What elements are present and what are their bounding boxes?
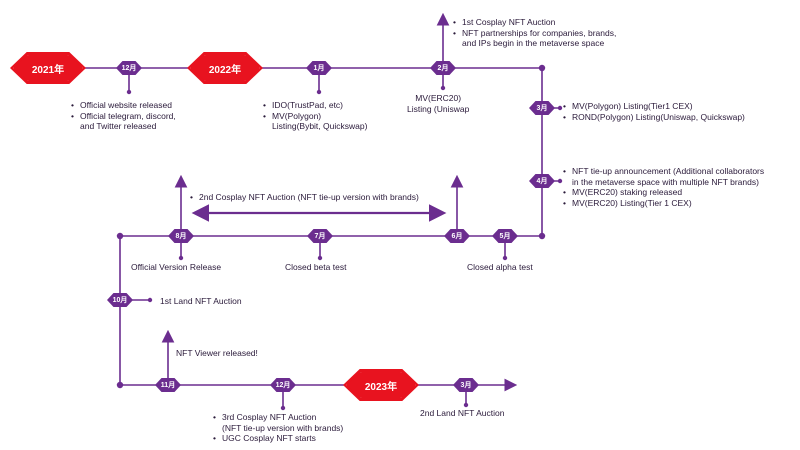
- note-dec-2021: Official website released Official teleg…: [70, 100, 176, 132]
- month-badge: 6月: [444, 229, 470, 243]
- month-badge: 4月: [529, 174, 555, 188]
- month-badge: 12月: [116, 61, 142, 75]
- note-aug-2022: Official Version Release: [131, 262, 222, 272]
- note-oct-2022: 1st Land NFT Auction: [160, 296, 242, 306]
- year-label: 2021年: [31, 64, 65, 76]
- month-badge: 3月: [453, 378, 479, 392]
- month-badge: 2月: [430, 61, 456, 75]
- note-nov-2022: NFT Viewer released!: [176, 348, 258, 358]
- note-jan-2022: IDO(TrustPad, etc) MV(Polygon) Listing(B…: [262, 100, 367, 132]
- year-badge-2023: 2023年: [343, 369, 419, 401]
- year-badge-2021: 2021年: [10, 52, 86, 84]
- year-badge-2022: 2022年: [187, 52, 263, 84]
- note-auction-2: 2nd Cosplay NFT Auction (NFT tie-up vers…: [189, 192, 419, 203]
- note-dec-2022: 3rd Cosplay NFT Auction (NFT tie-up vers…: [212, 412, 343, 444]
- note-may-2022: Closed alpha test: [467, 262, 533, 272]
- month-badge: 8月: [168, 229, 194, 243]
- note-jul-2022: Closed beta test: [285, 262, 347, 272]
- year-label: 2023年: [364, 381, 398, 393]
- note-mar-2023: 2nd Land NFT Auction: [420, 408, 505, 418]
- note-apr-2022: NFT tie-up announcement (Additional coll…: [562, 166, 764, 209]
- month-badge: 11月: [155, 378, 181, 392]
- note-mar-2022: MV(Polygon) Listing(Tier1 CEX) ROND(Poly…: [562, 101, 745, 122]
- month-badge: 1月: [306, 61, 332, 75]
- month-badge: 10月: [107, 293, 133, 307]
- note-feb-2022-below: MV(ERC20) Listing (Uniswap: [407, 93, 470, 114]
- month-badge: 12月: [270, 378, 296, 392]
- month-badge: 7月: [307, 229, 333, 243]
- year-label: 2022年: [208, 64, 242, 76]
- month-badge: 5月: [492, 229, 518, 243]
- month-badge: 3月: [529, 101, 555, 115]
- note-feb-2022-above: 1st Cosplay NFT Auction NFT partnerships…: [452, 17, 616, 49]
